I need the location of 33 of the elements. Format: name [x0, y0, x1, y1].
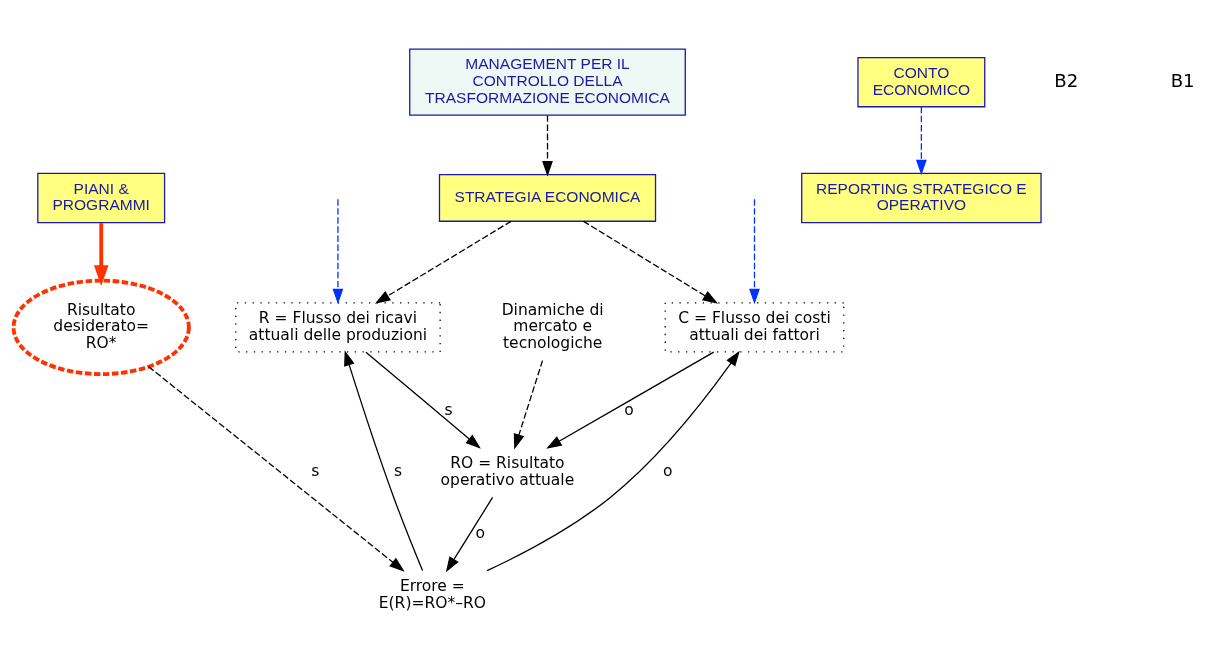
node-box: MANAGEMENT PER IL CONTROLLO DELLA TRASFORMAZIONE ECONOMICA	[409, 48, 686, 116]
label: B2	[1054, 69, 1079, 91]
arrow	[93, 222, 109, 286]
arrow	[374, 220, 512, 304]
edge-label: o	[663, 461, 673, 480]
node-text: Dinamiche di mercato e tecnologiche	[501, 300, 604, 352]
arrow	[542, 114, 553, 176]
node-box: CONTO ECONOMICO	[857, 56, 986, 107]
arrow	[486, 350, 740, 571]
node-ellipse: Risultato desiderato= RO*	[11, 278, 191, 376]
arrow	[332, 198, 344, 304]
node-box: R = Flusso dei ricavi attuali delle produzioni	[235, 301, 441, 353]
node-box: C = Flusso dei costi attuali dei fattori	[664, 301, 845, 353]
edge-label: s	[394, 461, 403, 480]
arrow	[749, 198, 760, 304]
edge-label: s	[311, 461, 320, 480]
arrow	[915, 105, 927, 175]
node-box: REPORTING STRATEGICO E OPERATIVO	[801, 172, 1042, 223]
arrow	[344, 349, 424, 571]
edge-label: o	[624, 400, 634, 419]
label: B1	[1170, 69, 1195, 91]
node-box: PIANI & PROGRAMMI	[37, 172, 166, 223]
edge-label: s	[444, 400, 453, 419]
arrow	[445, 496, 494, 572]
node-text: Errore = E(R)=RO*–RO	[378, 576, 486, 612]
arrow	[513, 359, 544, 449]
edge-label: o	[475, 523, 485, 542]
arrow	[546, 351, 715, 449]
node-box: STRATEGIA ECONOMICA	[438, 173, 657, 222]
arrow	[148, 365, 405, 572]
arrow	[582, 220, 719, 304]
node-text: RO = Risultato operativo attuale	[440, 453, 575, 489]
arrow	[365, 351, 481, 449]
